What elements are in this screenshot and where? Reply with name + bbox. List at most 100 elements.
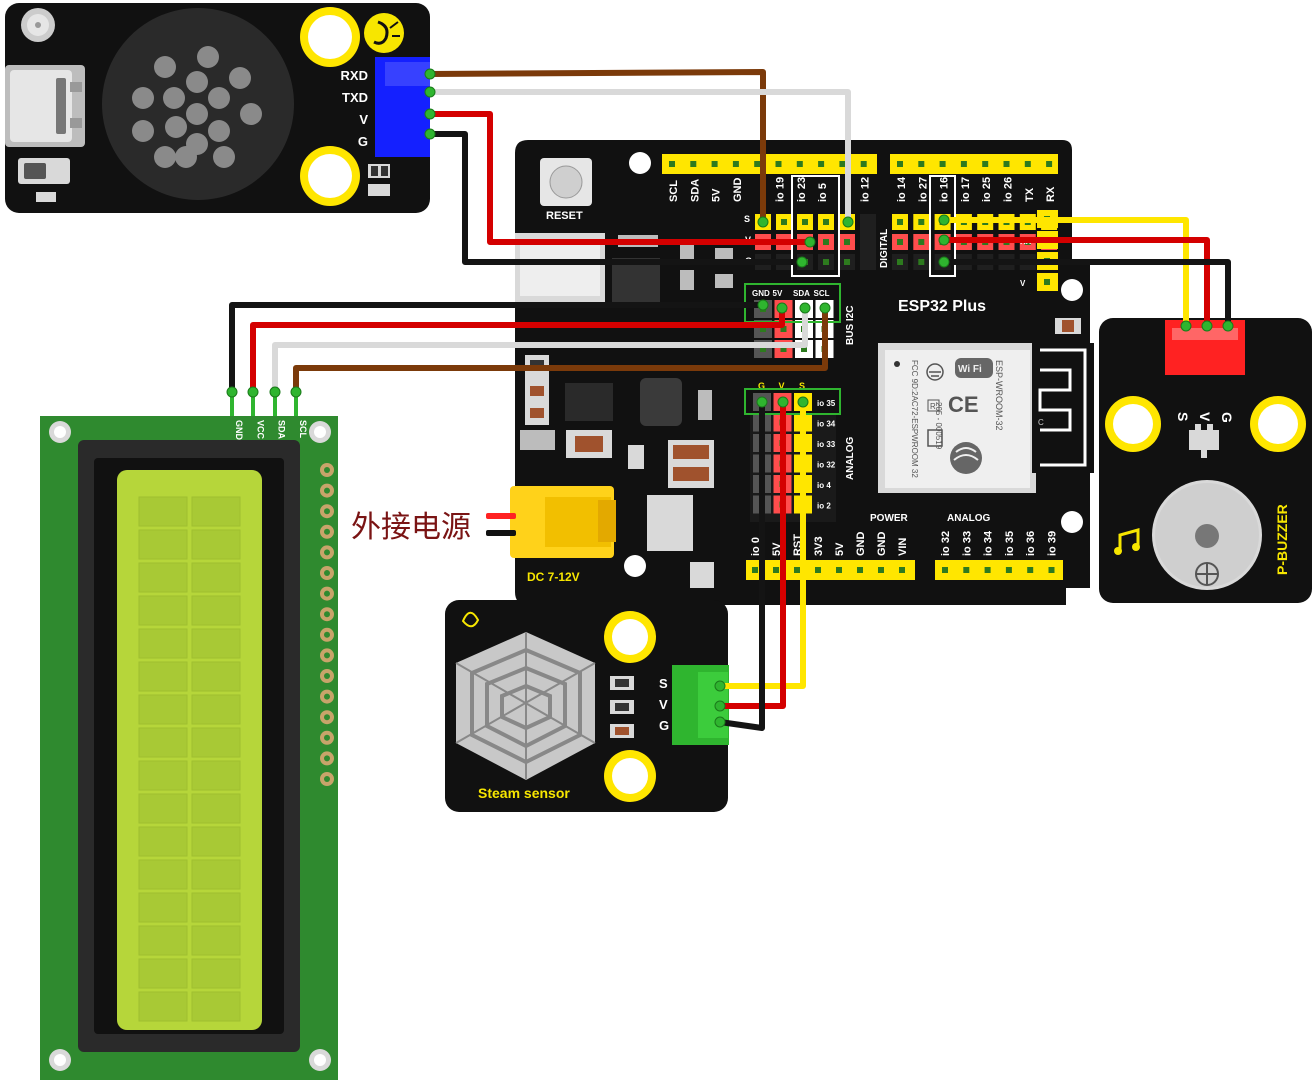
wire-end-cap xyxy=(1180,320,1192,332)
svg-text:RX: RX xyxy=(1045,186,1057,202)
lcd-char-cell xyxy=(138,859,188,890)
wire-end-cap xyxy=(799,302,811,314)
speaker-hole xyxy=(208,120,230,142)
lcd-char-cell xyxy=(191,826,241,857)
dc-jack[interactable] xyxy=(510,486,616,558)
wire-buzzer-s xyxy=(941,217,1189,329)
voice-pin-label: TXD xyxy=(342,90,368,105)
speaker-hole xyxy=(240,103,262,125)
wire-end-cap xyxy=(714,716,726,728)
lcd-i2c-pin[interactable] xyxy=(294,385,298,416)
top-right-header xyxy=(890,154,1058,174)
power-pin-label: VIN xyxy=(897,538,909,556)
buzzer-disc-icon xyxy=(1152,480,1262,590)
svg-text:V: V xyxy=(1197,412,1213,422)
wire-steam-g xyxy=(717,399,765,731)
lcd-i2c-pin[interactable] xyxy=(251,385,255,416)
analog-header-label: V xyxy=(779,381,785,391)
wire-end-cap xyxy=(424,68,436,80)
steam-pin-label: V xyxy=(659,697,668,712)
wire-lcd-vcc xyxy=(250,305,785,395)
bus-i2c-label: BUS I2C xyxy=(845,306,856,345)
lcd-char-cell xyxy=(138,760,188,791)
buzzer-pin-label: G xyxy=(1219,412,1235,423)
pin-label: io 16 xyxy=(939,177,951,202)
speaker-hole xyxy=(208,87,230,109)
svg-text:3V3: 3V3 xyxy=(813,536,825,556)
pin-label: SDA xyxy=(689,179,701,202)
voice-connector[interactable] xyxy=(375,57,430,157)
inductor xyxy=(640,378,682,426)
wire-end-cap xyxy=(938,256,950,268)
lcd-i2c-pin[interactable] xyxy=(273,385,277,416)
wire-voice-g xyxy=(427,131,805,265)
voice-module-logo-icon xyxy=(364,13,404,53)
voice-pin-label: RXD xyxy=(341,68,368,83)
speaker-hole xyxy=(163,87,185,109)
lcd-i2c-pin[interactable] xyxy=(230,385,234,416)
wire-end-cap xyxy=(424,128,436,140)
wire-lcd-sda xyxy=(272,305,808,395)
svg-text:SDA: SDA xyxy=(277,420,287,440)
i2c-pin-label: SDA xyxy=(793,289,810,298)
wire-buzzer-v xyxy=(941,237,1210,329)
svg-text:CE: CE xyxy=(948,392,979,417)
analog-side-label: ANALOG xyxy=(845,436,856,480)
pin-label: io 14 xyxy=(896,176,908,202)
lcd-char-cell xyxy=(138,628,188,659)
svg-text:io 36: io 36 xyxy=(1025,531,1037,556)
pin-label: io 27 xyxy=(917,177,929,202)
regulator-chip xyxy=(565,383,613,421)
mount-hole xyxy=(1061,511,1083,533)
svg-text:io 27: io 27 xyxy=(917,177,929,202)
svg-text:GND: GND xyxy=(732,178,744,203)
svg-text:io 12: io 12 xyxy=(860,177,872,202)
buzzer-name: P-BUZZER xyxy=(1274,504,1290,575)
power-pin-label: 3V3 xyxy=(813,536,825,556)
wire-lcd-scl xyxy=(293,305,828,395)
wire-end-cap xyxy=(756,396,768,408)
switch-icon[interactable] xyxy=(18,158,70,202)
power-label: POWER xyxy=(870,513,909,524)
lcd-char-cell xyxy=(191,760,241,791)
svg-text:GND: GND xyxy=(234,420,244,441)
wire-end-cap xyxy=(424,108,436,120)
svg-text:TX: TX xyxy=(1024,187,1036,202)
music-note-icon xyxy=(1114,528,1140,555)
svg-text:5V: 5V xyxy=(834,542,846,556)
lcd-char-cell xyxy=(191,892,241,923)
speaker-hole xyxy=(186,71,208,93)
wire-end-cap xyxy=(290,386,302,398)
svg-text:S: S xyxy=(1175,412,1191,421)
wire-end-cap xyxy=(714,680,726,692)
svg-text:io 19: io 19 xyxy=(775,177,787,202)
analog-pin-label: io 34 xyxy=(817,420,836,429)
wire-end-cap xyxy=(424,86,436,98)
pin-label: io 17 xyxy=(960,177,972,202)
lcd-char-cell xyxy=(191,529,241,560)
steam-logo-icon xyxy=(461,611,480,628)
io16-highlight xyxy=(929,175,956,277)
speaker-holes xyxy=(132,46,262,168)
usb-chip xyxy=(612,258,660,304)
wire-end-cap xyxy=(1201,320,1213,332)
analog-bottom-pin-label: io 33 xyxy=(961,531,973,556)
pin-label: SCL xyxy=(668,180,680,202)
svg-text:BUS I2C: BUS I2C xyxy=(845,306,856,345)
lcd-char-cell xyxy=(138,496,188,527)
analog-bottom-pin-label: io 36 xyxy=(1025,531,1037,556)
lcd-char-cell xyxy=(191,694,241,725)
pin-label: io 5 xyxy=(817,183,829,202)
analog-pin-label: io 33 xyxy=(817,440,836,449)
wire-end-cap xyxy=(797,396,809,408)
wire-end-cap xyxy=(1222,320,1234,332)
lcd-char-cell xyxy=(138,925,188,956)
reset-button[interactable] xyxy=(540,158,592,206)
svg-text:ESP-WROOM-32: ESP-WROOM-32 xyxy=(994,360,1004,431)
power-pin-label: GND xyxy=(855,532,867,557)
svg-text:io 5: io 5 xyxy=(817,183,829,202)
svg-text:io 23: io 23 xyxy=(796,177,808,202)
